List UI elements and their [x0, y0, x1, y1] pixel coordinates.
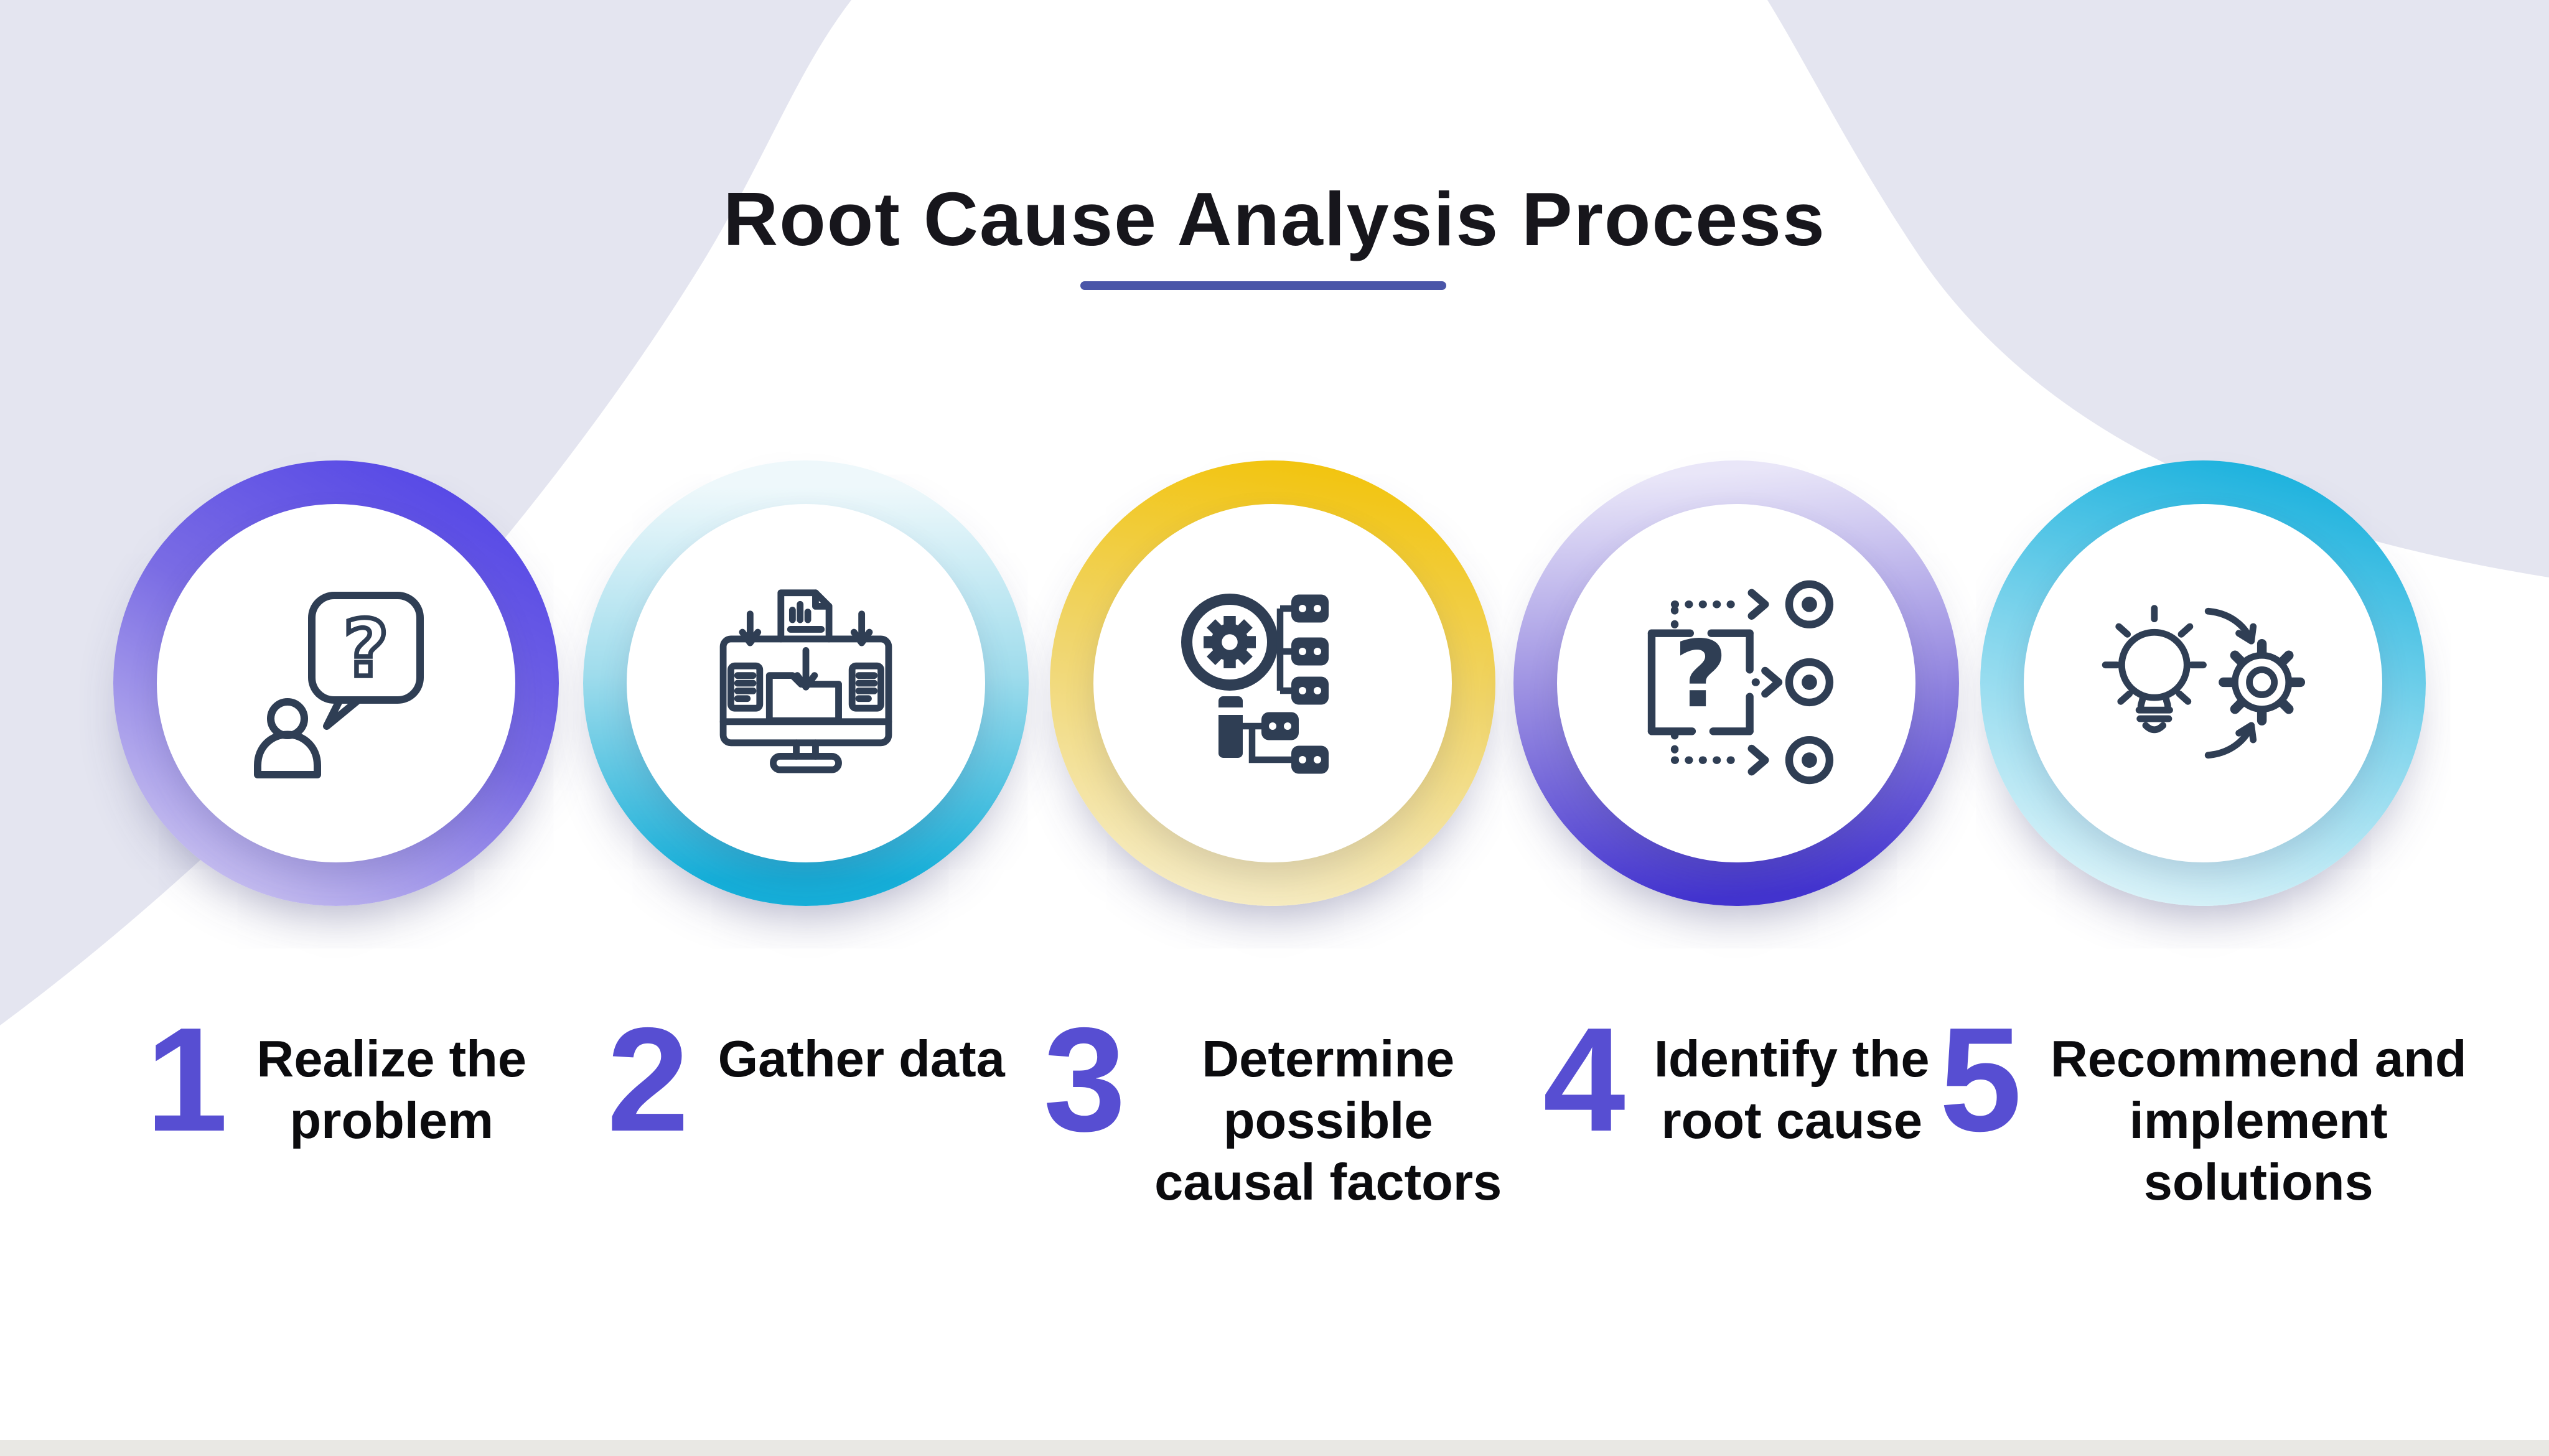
- bottom-bar: [0, 1440, 2549, 1456]
- step-5-text-line: Recommend and: [2050, 1030, 2467, 1088]
- step-4-text-line: Identify the: [1653, 1030, 1930, 1088]
- step-3-circle-surface: [1093, 504, 1452, 862]
- step-1-number: 1: [146, 997, 228, 1162]
- idea-to-gear-icon: [2093, 582, 2314, 784]
- step-4-number: 4: [1543, 997, 1625, 1162]
- step-5-number: 5: [1939, 997, 2022, 1162]
- step-5-text-line: solutions: [2143, 1153, 2374, 1211]
- page-title: Root Cause Analysis Process: [723, 177, 1826, 261]
- step-1-circle-surface: ?: [157, 504, 515, 862]
- step-3-number: 3: [1043, 997, 1126, 1162]
- step-2-label: 2 Gather data: [551, 997, 1061, 1162]
- step-4-circle: ?: [1513, 460, 1959, 906]
- person-question-icon: ?: [233, 581, 439, 786]
- title-underline: [1080, 281, 1446, 290]
- svg-text:?: ?: [1674, 620, 1728, 728]
- step-1-circle: ?: [113, 460, 559, 906]
- step-5-circle-surface: [2024, 504, 2382, 862]
- step-5-circle: [1980, 460, 2426, 906]
- step-4-text-line: root cause: [1661, 1091, 1923, 1149]
- step-3-text-line: causal factors: [1154, 1153, 1502, 1211]
- step-5-label: 5 Recommend and implement solutions: [1939, 1006, 2466, 1213]
- magnifier-gear-network-icon: [1170, 581, 1375, 786]
- step-3-text-line: possible: [1223, 1091, 1433, 1149]
- step-3-text: Determine possible causal factors: [1154, 1025, 1502, 1213]
- step-2-number: 2: [607, 997, 690, 1162]
- step-1-text-line: problem: [289, 1091, 493, 1149]
- step-4-text: Identify the root cause: [1654, 1025, 1930, 1151]
- step-2-text: Gather data: [718, 1025, 1005, 1090]
- step-3-text-line: Determine: [1202, 1030, 1455, 1088]
- step-4-circle-surface: ?: [1557, 504, 1915, 862]
- step-5-text: Recommend and implement solutions: [2051, 1025, 2467, 1213]
- step-3-label: 3 Determine possible causal factors: [1017, 997, 1528, 1213]
- step-5-text-line: implement: [2129, 1091, 2388, 1149]
- gather-data-monitor-icon: [700, 577, 912, 789]
- step-3-circle: [1050, 460, 1495, 906]
- step-1-label: 1 Realize the problem: [81, 997, 591, 1162]
- step-4-label: 4 Identify the root cause: [1481, 997, 1991, 1162]
- step-2-circle-surface: [627, 504, 985, 862]
- step-2-text-line: Gather data: [718, 1030, 1005, 1088]
- step-2-circle: [583, 460, 1029, 906]
- svg-text:?: ?: [343, 603, 388, 694]
- step-1-text-line: Realize the: [256, 1030, 526, 1088]
- step-1-text: Realize the problem: [256, 1025, 526, 1151]
- question-to-targets-icon: ?: [1630, 577, 1842, 789]
